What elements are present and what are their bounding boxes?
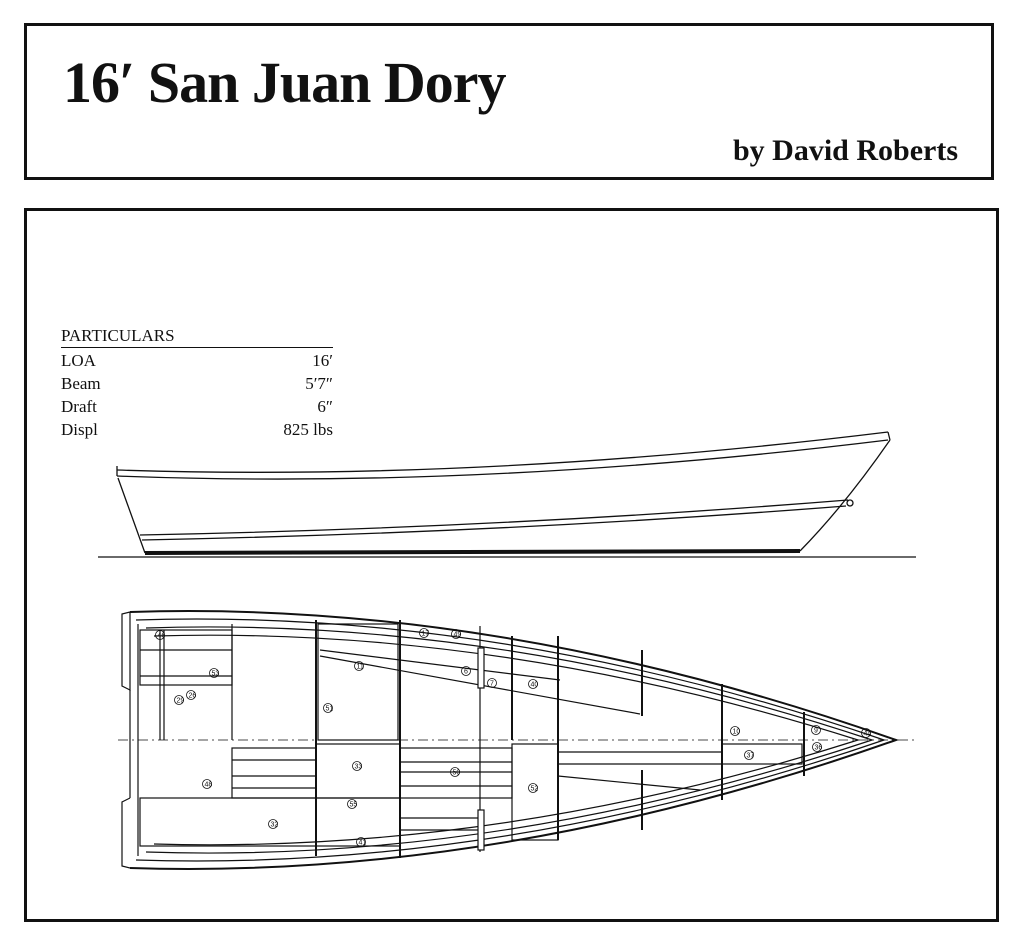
particulars-label: Displ [61, 420, 98, 439]
callout-marker: 49 [451, 629, 462, 639]
callout-marker: 51 [323, 703, 334, 713]
svg-text:55: 55 [350, 802, 358, 809]
particulars-row-draft: Draft 6″ [61, 395, 333, 418]
particulars-table: PARTICULARS LOA 16′ Beam 5′7″ Draft 6″ D… [61, 324, 333, 441]
particulars-value: 5′7″ [305, 374, 333, 393]
callout-marker: 53 [209, 668, 220, 678]
callout-marker: 29 [174, 695, 185, 705]
svg-text:48: 48 [205, 782, 213, 789]
callout-marker: 37 [744, 750, 755, 760]
callout-marker: 50 [450, 767, 461, 777]
title-panel: 16′ San Juan Dory by David Roberts [24, 23, 994, 180]
chine-line [139, 499, 849, 536]
svg-text:41: 41 [359, 840, 367, 847]
svg-text:37: 37 [747, 753, 755, 760]
callout-marker: 48 [202, 779, 213, 789]
svg-text:49: 49 [454, 632, 462, 639]
particulars-row-loa: LOA 16′ [61, 349, 333, 372]
svg-text:36: 36 [815, 745, 823, 752]
transom-line [117, 477, 146, 554]
callout-marker: 55 [347, 799, 358, 809]
svg-text:46: 46 [158, 633, 166, 640]
callout-marker: 32 [268, 819, 279, 829]
callout-marker: 9 [811, 725, 821, 735]
svg-text:52: 52 [531, 786, 539, 793]
particulars-label: Beam [61, 374, 101, 393]
svg-text:6: 6 [464, 669, 468, 676]
profile-view [98, 431, 916, 558]
particulars-row-beam: Beam 5′7″ [61, 372, 333, 395]
svg-text:29: 29 [177, 698, 185, 705]
svg-text:26: 26 [189, 693, 197, 700]
svg-text:51: 51 [326, 706, 334, 713]
bow-eye [846, 499, 854, 507]
bottom-line [144, 549, 801, 555]
callout-marker: 41 [356, 837, 367, 847]
callout-marker: 40 [528, 679, 539, 689]
callout-marker: 46 [155, 630, 166, 640]
svg-text:17: 17 [422, 631, 430, 638]
callout-marker: 44 [861, 728, 872, 738]
callout-marker: 33 [352, 761, 363, 771]
callout-marker: 52 [528, 783, 539, 793]
plan-callouts: 46 53 26 29 17 49 11 6 7 40 51 10 9 36 4… [155, 628, 872, 847]
particulars-heading: PARTICULARS [61, 324, 333, 348]
plan-panel: PARTICULARS LOA 16′ Beam 5′7″ Draft 6″ D… [24, 208, 999, 922]
callout-marker: 17 [419, 628, 430, 638]
svg-text:32: 32 [271, 822, 279, 829]
particulars-value: 6″ [317, 397, 333, 416]
sheer-line [116, 431, 889, 473]
svg-text:10: 10 [733, 729, 741, 736]
callout-marker: 36 [812, 742, 823, 752]
particulars-row-displ: Displ 825 lbs [61, 418, 333, 441]
callout-marker: 6 [461, 666, 471, 676]
callout-marker: 11 [354, 661, 364, 671]
callout-marker: 26 [186, 690, 197, 700]
svg-text:53: 53 [212, 671, 220, 678]
svg-text:7: 7 [490, 681, 494, 688]
svg-text:50: 50 [453, 770, 461, 777]
svg-text:40: 40 [531, 682, 539, 689]
svg-text:33: 33 [355, 764, 363, 771]
svg-text:9: 9 [814, 728, 818, 735]
particulars-value: 825 lbs [283, 420, 333, 439]
svg-text:11: 11 [357, 664, 364, 671]
callout-marker: 7 [487, 678, 497, 688]
particulars-label: LOA [61, 351, 96, 370]
svg-text:44: 44 [864, 731, 872, 738]
author-byline: by David Roberts [732, 134, 958, 167]
page-title: 16′ San Juan Dory [63, 50, 506, 115]
callout-marker: 10 [730, 726, 741, 736]
particulars-value: 16′ [312, 351, 333, 370]
stem-line [799, 439, 891, 552]
particulars-label: Draft [61, 397, 97, 416]
plan-view [118, 610, 918, 870]
